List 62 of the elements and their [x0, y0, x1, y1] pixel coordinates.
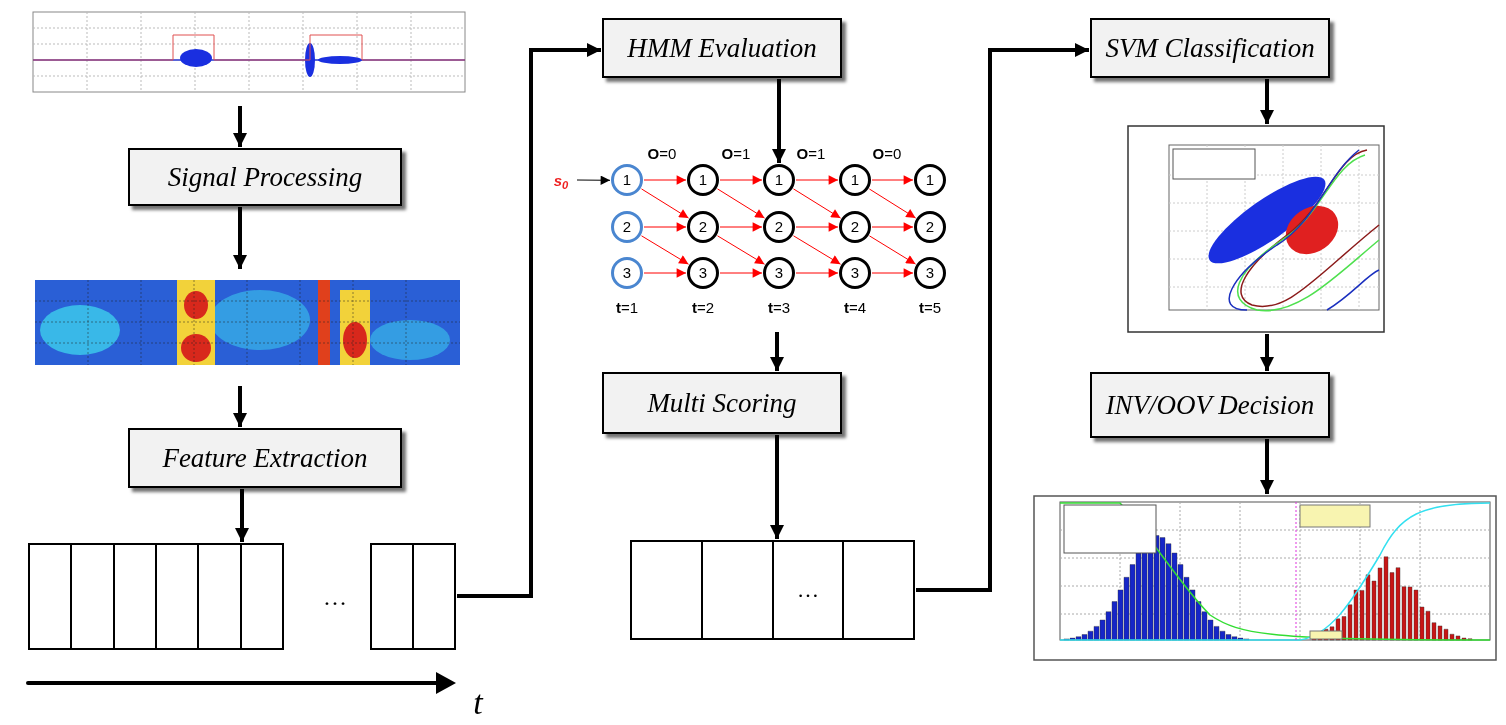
arrow: [1260, 334, 1274, 371]
frame-strip: [28, 543, 284, 650]
arrow: [793, 188, 841, 219]
arrow: [869, 235, 916, 265]
arrow: [233, 207, 247, 269]
arrow: [795, 175, 839, 185]
process-label: Signal Processing: [167, 163, 363, 191]
process-box: [1090, 18, 1330, 78]
observation-label: O=1: [721, 145, 751, 161]
process-label: HMM Evaluation: [627, 34, 817, 62]
arrow: [717, 188, 765, 219]
arrow: [772, 79, 786, 163]
arrow: [457, 43, 601, 598]
frame-strip: [630, 540, 915, 640]
time-step-label: t=3: [767, 299, 791, 315]
arrow: [871, 268, 914, 278]
arrow: [641, 235, 689, 265]
process-box: [602, 18, 842, 78]
arrow: [719, 222, 763, 232]
arrow: [871, 175, 914, 185]
arrow: [916, 43, 1089, 592]
ellipsis-text: …: [796, 579, 819, 601]
arrow: [576, 175, 611, 185]
arrow: [643, 222, 687, 232]
process-label: SVM Classification: [1105, 34, 1315, 62]
time-axis-label: t: [473, 686, 483, 720]
arrow: [235, 489, 249, 542]
arrow: [795, 222, 839, 232]
arrow: [795, 268, 839, 278]
observation-label: O=0: [872, 145, 902, 161]
picture: [1127, 125, 1385, 333]
process-box: [1090, 372, 1330, 438]
arrow: [1260, 79, 1274, 124]
observation-label: O=1: [796, 145, 826, 161]
process-label: INV/OOV Decision: [1105, 391, 1315, 419]
process-box: [128, 428, 402, 488]
arrow: [717, 235, 765, 265]
arrow: [719, 268, 763, 278]
arrow: [641, 188, 689, 219]
process-box: [128, 148, 402, 206]
arrow: [770, 435, 784, 539]
arrow: [1260, 439, 1274, 494]
arrow: [871, 222, 914, 232]
initial-state-label: s$_{0}$: [546, 169, 576, 193]
frame-strip: [370, 543, 456, 650]
arrow: [770, 332, 784, 371]
time-step-label: t=5: [918, 299, 942, 315]
arrow: [643, 175, 687, 185]
time-step-label: t=1: [615, 299, 639, 315]
time-step-label: t=2: [691, 299, 715, 315]
arrow: [643, 268, 687, 278]
arrow: [233, 386, 247, 427]
arrow: [233, 106, 247, 147]
arrow: [793, 235, 841, 265]
picture: [1030, 495, 1500, 663]
process-label: Feature Extraction: [162, 444, 368, 472]
process-box: [602, 372, 842, 434]
time-step-label: t=4: [843, 299, 867, 315]
observation-label: O=0: [647, 145, 677, 161]
arrow: [719, 175, 763, 185]
ellipsis-text: …: [323, 585, 347, 609]
process-label: Multi Scoring: [647, 389, 797, 417]
